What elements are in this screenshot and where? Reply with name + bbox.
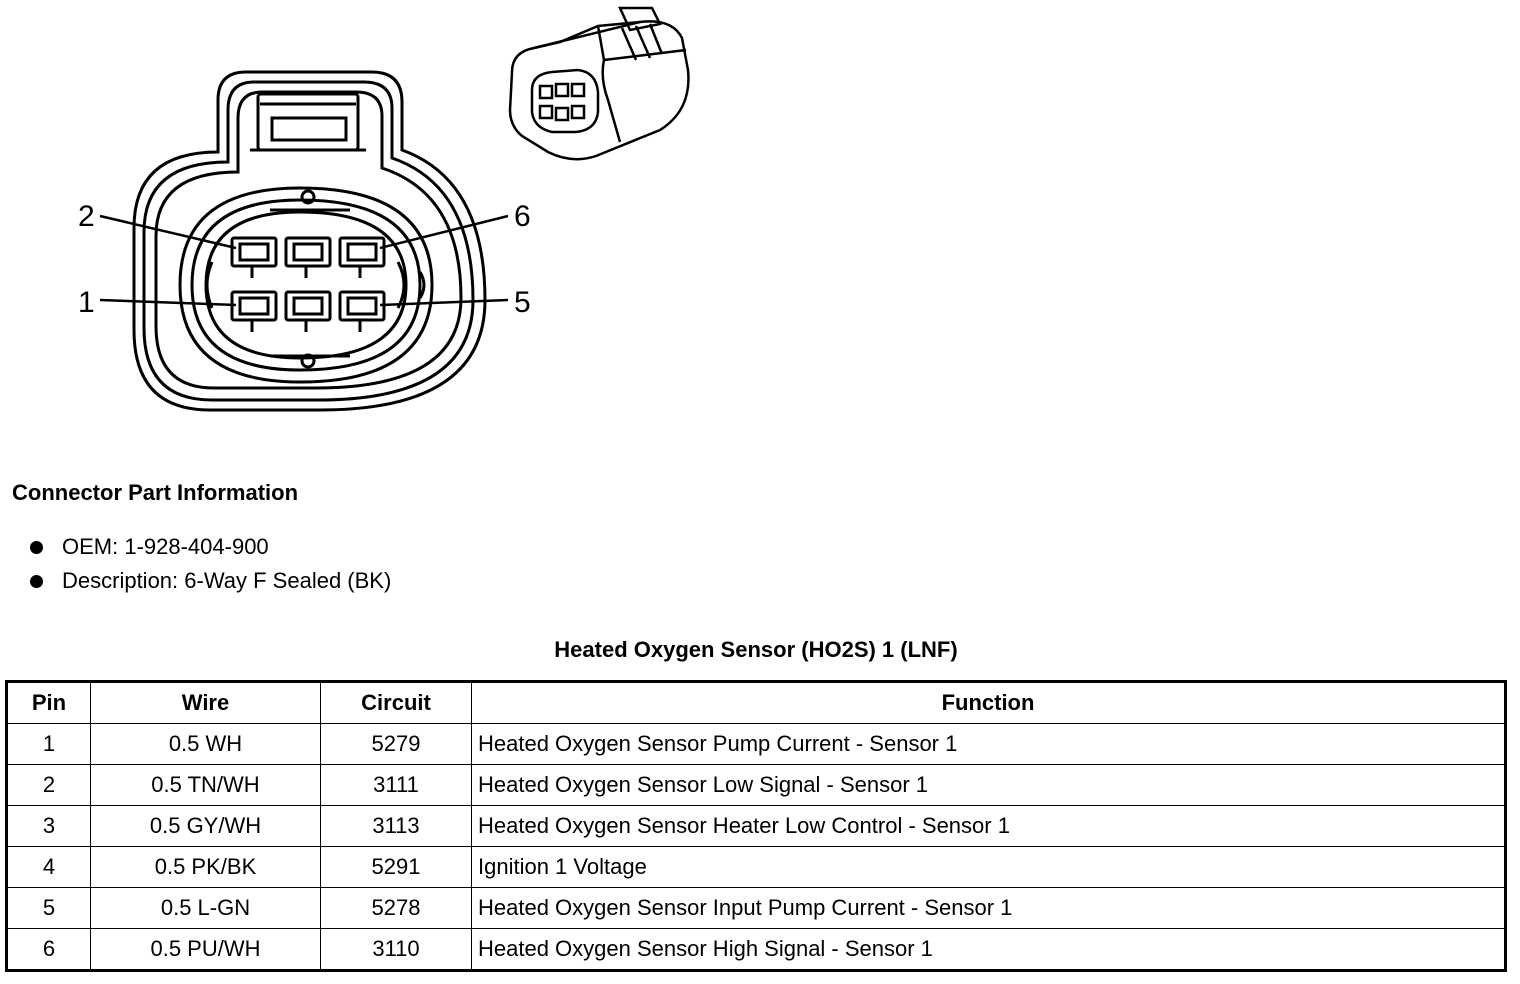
table-row: 2 0.5 TN/WH 3111 Heated Oxygen Sensor Lo… — [6, 764, 1506, 806]
bullet-icon — [30, 575, 43, 588]
cell-function: Ignition 1 Voltage — [471, 846, 1506, 888]
header-wire: Wire — [90, 681, 321, 724]
cell-pin: 2 — [6, 764, 91, 806]
cell-circuit: 5278 — [320, 887, 472, 929]
cell-wire: 0.5 TN/WH — [90, 764, 321, 806]
cell-function: Heated Oxygen Sensor Pump Current - Sens… — [471, 723, 1506, 765]
part-info-item-description: Description: 6-Way F Sealed (BK) — [28, 568, 391, 602]
cell-function: Heated Oxygen Sensor High Signal - Senso… — [471, 928, 1506, 971]
leader-lines — [99, 214, 509, 307]
table-row: 4 0.5 PK/BK 5291 Ignition 1 Voltage — [6, 846, 1506, 888]
cell-function: Heated Oxygen Sensor Heater Low Control … — [471, 805, 1506, 847]
cell-wire: 0.5 L-GN — [90, 887, 321, 929]
part-info-item-text: Description: 6-Way F Sealed (BK) — [62, 568, 392, 593]
pin-label-1: 1 — [78, 286, 95, 319]
cell-function: Heated Oxygen Sensor Input Pump Current … — [471, 887, 1506, 929]
table-row: 3 0.5 GY/WH 3113 Heated Oxygen Sensor He… — [6, 805, 1506, 847]
connector-housing — [132, 70, 487, 412]
pin-label-5: 5 — [514, 286, 531, 319]
bullet-icon — [30, 541, 43, 554]
cell-wire: 0.5 PK/BK — [90, 846, 321, 888]
part-info-item-text: OEM: 1-928-404-900 — [62, 534, 269, 559]
cell-wire: 0.5 PU/WH — [90, 928, 321, 971]
pinout-table: Pin Wire Circuit Function 1 0.5 WH 5279 … — [5, 680, 1507, 972]
part-info-title: Connector Part Information — [12, 480, 299, 505]
table-title: Heated Oxygen Sensor (HO2S) 1 (LNF) — [554, 637, 958, 662]
cell-circuit: 5291 — [320, 846, 472, 888]
header-pin: Pin — [6, 681, 91, 724]
cavity-3 — [284, 290, 332, 322]
cavity-6 — [338, 236, 386, 268]
header-circuit: Circuit — [320, 681, 472, 724]
cell-pin: 5 — [6, 887, 91, 929]
cell-circuit: 3113 — [320, 805, 472, 847]
cell-pin: 1 — [6, 723, 91, 765]
pin-label-2: 2 — [78, 200, 95, 233]
part-info-list: OEM: 1-928-404-900 Description: 6-Way F … — [28, 534, 391, 602]
cell-wire: 0.5 GY/WH — [90, 805, 321, 847]
table-row: 5 0.5 L-GN 5278 Heated Oxygen Sensor Inp… — [6, 887, 1506, 929]
cell-wire: 0.5 WH — [90, 723, 321, 765]
table-row: 1 0.5 WH 5279 Heated Oxygen Sensor Pump … — [6, 723, 1506, 765]
cell-circuit: 5279 — [320, 723, 472, 765]
cell-circuit: 3110 — [320, 928, 472, 971]
cavity-4 — [284, 236, 332, 268]
header-function: Function — [471, 681, 1506, 724]
cell-pin: 4 — [6, 846, 91, 888]
table-row: 6 0.5 PU/WH 3110 Heated Oxygen Sensor Hi… — [6, 928, 1506, 971]
terminal-cavities — [230, 236, 386, 332]
connector-diagram: 2 1 6 5 — [78, 6, 690, 412]
part-info-item-oem: OEM: 1-928-404-900 — [28, 534, 391, 568]
table-header-row: Pin Wire Circuit Function — [6, 681, 1506, 724]
cell-pin: 3 — [6, 805, 91, 847]
cell-circuit: 3111 — [320, 764, 472, 806]
cell-function: Heated Oxygen Sensor Low Signal - Sensor… — [471, 764, 1506, 806]
cell-pin: 6 — [6, 928, 91, 971]
connector-isometric-view — [508, 6, 690, 161]
pin-label-6: 6 — [514, 200, 531, 233]
cavity-2 — [230, 236, 278, 268]
